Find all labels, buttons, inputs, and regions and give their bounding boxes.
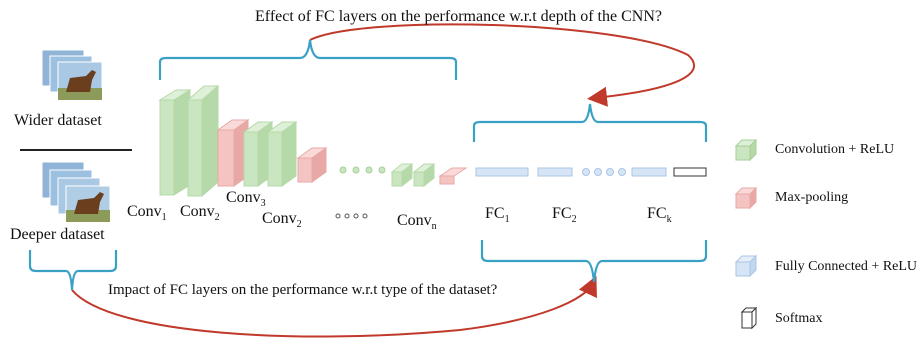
fck-label: FCk <box>647 205 672 226</box>
fc-cube-icon <box>734 254 758 278</box>
convn-layer <box>390 162 468 188</box>
convolution-cube-icon <box>734 138 758 162</box>
conv-bracket <box>158 39 458 80</box>
softmax-cube-icon <box>740 306 758 330</box>
conv2b-label: Conv2 <box>262 210 302 231</box>
conv2-layer <box>186 84 220 198</box>
deeper-dataset-label: Deeper dataset <box>10 226 105 243</box>
bottom-question: Impact of FC layers on the performance w… <box>108 282 498 298</box>
wider-dataset-images <box>41 49 103 101</box>
legend-label-maxpool: Max-pooling <box>775 190 849 205</box>
legend-label-convolution: Convolution + ReLU <box>775 142 895 157</box>
conv3-layer <box>242 121 298 187</box>
fc2-label: FC2 <box>552 205 577 226</box>
conv3-label: Conv3 <box>226 189 266 210</box>
conv1-layer <box>158 89 192 196</box>
conv2a-label: Conv2 <box>180 203 220 224</box>
conv-ellipsis-dots <box>339 166 386 174</box>
conv1-label: Conv1 <box>127 203 167 224</box>
wider-dataset-label: Wider dataset <box>14 112 102 129</box>
dataset-bracket <box>28 250 118 291</box>
pool-layer-1 <box>216 119 250 187</box>
legend-label-softmax: Softmax <box>775 311 823 326</box>
pool-layer-2 <box>296 147 328 183</box>
top-curved-arrow <box>309 23 695 107</box>
top-question: Effect of FC layers on the performance w… <box>255 8 662 25</box>
bottom-curved-arrow <box>71 275 597 338</box>
convn-label: Convn <box>397 212 437 233</box>
fc-top-bracket <box>472 103 708 142</box>
maxpool-cube-icon <box>734 186 758 210</box>
deeper-dataset-images <box>41 161 111 223</box>
conv-label-ellipsis <box>335 213 368 219</box>
fc-bottom-bracket <box>480 240 708 283</box>
fc-layers <box>475 167 707 177</box>
legend-label-fc: Fully Connected + ReLU <box>775 259 918 274</box>
fc1-label: FC1 <box>485 205 510 226</box>
